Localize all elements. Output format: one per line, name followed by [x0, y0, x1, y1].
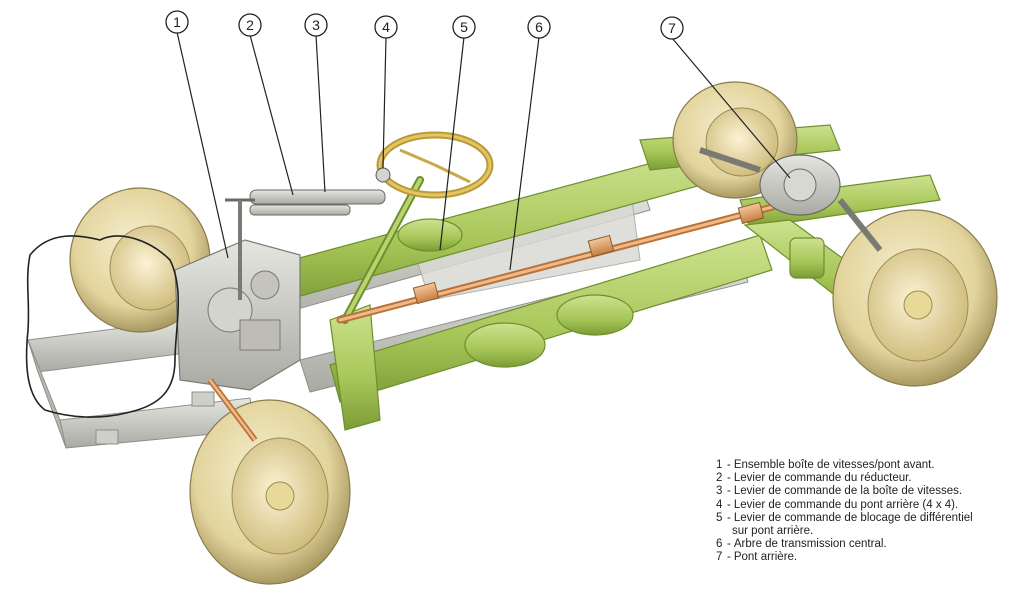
- legend-item-1: 1-Ensemble boîte de vitesses/pont avant.: [716, 459, 935, 471]
- callout-3: 3: [304, 13, 328, 37]
- central-transmission-shaft: [336, 201, 784, 324]
- legend-item-2: 2-Levier de commande du réducteur.: [716, 472, 912, 485]
- legend-item-5-continuation: sur pont arrière.: [732, 525, 814, 538]
- callout-7: 7: [660, 16, 684, 40]
- front-drive-shaft: [207, 378, 258, 442]
- callout-4: 4: [374, 15, 398, 39]
- callout-1: 1: [165, 10, 189, 34]
- callout-5: 5: [452, 15, 476, 39]
- legend-item-4: 4-Levier de commande du pont arrière (4 …: [716, 498, 959, 511]
- callout-6: 6: [527, 15, 551, 39]
- legend-item-3: 3-Levier de commande de la boîte de vite…: [716, 485, 963, 498]
- legend: 1-Ensemble boîte de vitesses/pont avant.…: [716, 459, 1016, 565]
- callout-2: 2: [238, 13, 262, 37]
- svg-text:7: 7: [668, 20, 676, 36]
- legend-item-7: 7-Pont arrière.: [716, 551, 798, 564]
- svg-text:3: 3: [312, 17, 320, 33]
- front-left-wheel: [69, 187, 211, 333]
- svg-text:6: 6: [535, 19, 543, 35]
- svg-text:2: 2: [246, 17, 254, 33]
- gearbox-front-axle: [174, 239, 301, 391]
- front-frame-rails: [27, 317, 256, 449]
- svg-text:4: 4: [382, 19, 390, 35]
- steering-assembly: [341, 131, 494, 324]
- legend-item-6: 6-Arbre de transmission central.: [716, 538, 887, 551]
- front-right-wheel: [189, 399, 351, 585]
- rear-axle-differential: [699, 147, 883, 252]
- rear-right-wheel: [832, 209, 998, 387]
- engine-outline: [25, 235, 180, 418]
- legend-item-5: 5-Levier de commande de blocage de diffé…: [716, 511, 973, 524]
- svg-text:1: 1: [173, 14, 181, 30]
- leader-lines: [176, 31, 791, 271]
- svg-text:5: 5: [460, 19, 468, 35]
